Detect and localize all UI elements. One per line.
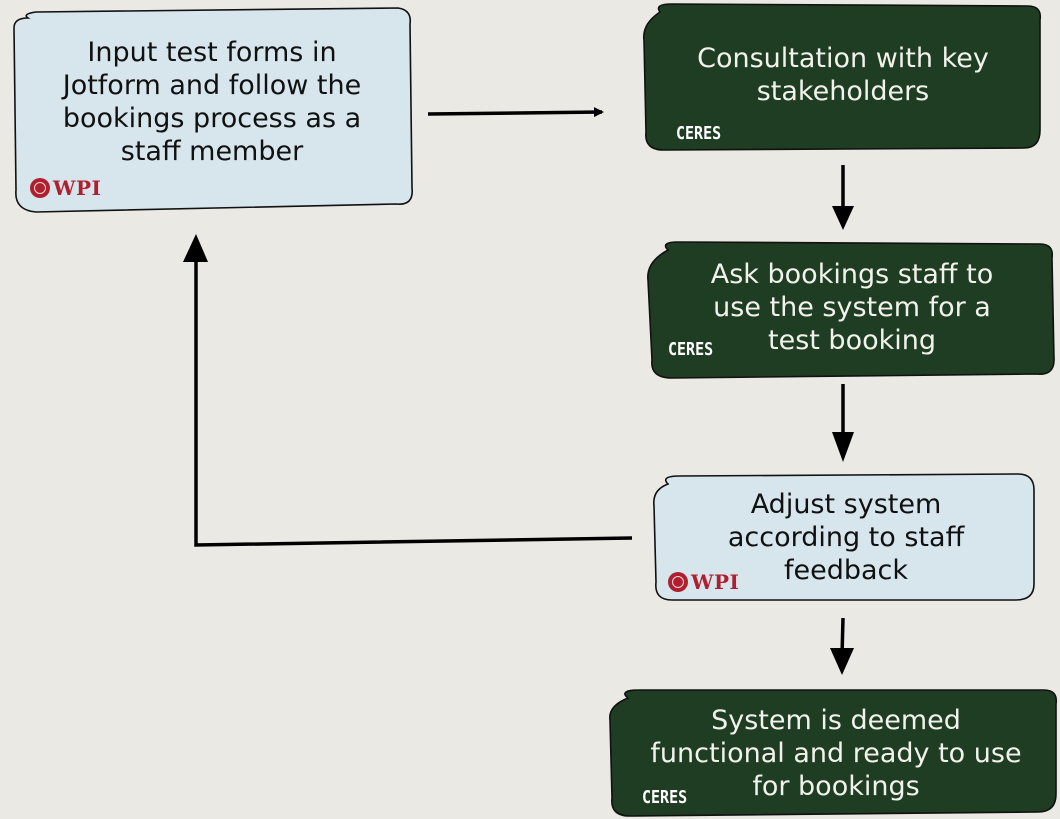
node-box-system-functional <box>609 689 1058 817</box>
arrow-adjust-to-input-forms <box>194 258 633 547</box>
wpi-wordmark: WPI <box>691 570 740 594</box>
wpi-seal-icon <box>30 178 50 198</box>
arrowhead-adjust-to-input-forms <box>183 234 208 262</box>
ceres-logo-ask-staff: CERES <box>668 338 714 360</box>
ceres-logo-consultation: CERES <box>676 122 722 144</box>
node-adjust-system: Adjust system according to staff feedbac… <box>727 489 965 586</box>
node-input-test-forms: Input test forms in Jotform and follow t… <box>62 37 362 167</box>
node-box-consultation <box>643 3 1042 151</box>
ceres-logo-system-functional: CERES <box>642 786 688 808</box>
arrow-input-to-consultation <box>427 107 604 118</box>
node-box-ask-staff <box>647 241 1055 379</box>
arrowhead-consultation-to-ask-staff <box>832 206 854 230</box>
node-box-adjust-system <box>652 473 1035 601</box>
node-consultation: Consultation with key stakeholders <box>697 43 989 107</box>
wpi-logo-adjust-system: WPI <box>668 570 739 594</box>
node-ask-staff: Ask bookings staff to use the system for… <box>710 259 994 356</box>
wpi-logo-input-test-forms: WPI <box>30 176 101 200</box>
node-system-functional: System is deemed functional and ready to… <box>650 705 1022 802</box>
wpi-seal-icon <box>668 572 688 592</box>
wpi-wordmark: WPI <box>53 176 102 200</box>
arrowhead-ask-staff-to-adjust-system <box>832 432 854 462</box>
node-box-input-test-forms <box>13 7 413 213</box>
arrowhead-adjust-to-system-functional <box>830 648 854 675</box>
